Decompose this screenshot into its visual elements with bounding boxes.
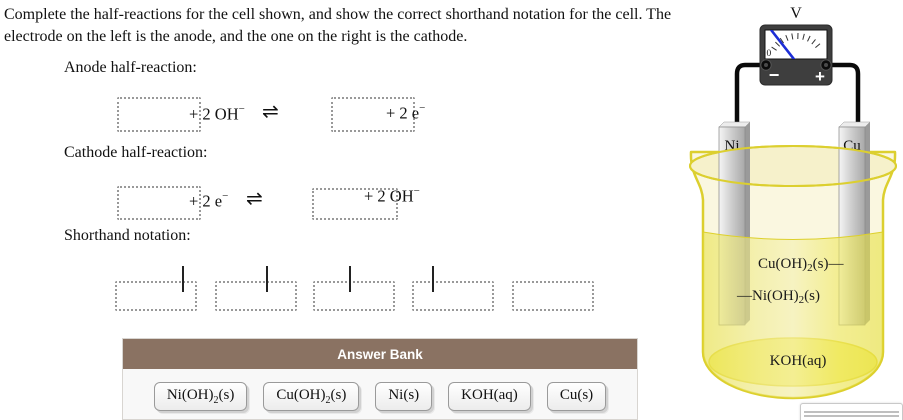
cell-diagram: Ni Cu Cu(OH)2(s)— —Ni(OH)2(s) KOH(aq) V [689, 5, 897, 400]
answer-chip-cu-oh2[interactable]: Cu(OH)2(s) [263, 382, 360, 411]
koh-label: KOH(aq) [770, 353, 827, 369]
anode-term-hydroxide-text: + 2 OH [189, 104, 239, 124]
chip-subscript: 2 [325, 395, 331, 406]
ni-hydroxide-label: —Ni(OH)2(s) [736, 288, 820, 306]
thumbnail-text-line [804, 411, 899, 413]
anode-section-label: Anode half-reaction: [64, 59, 197, 76]
answer-chip-ni[interactable]: Ni(s) [375, 382, 433, 411]
cu-hydroxide-label: Cu(OH)2(s)— [758, 256, 844, 274]
koh-solution [702, 231, 884, 399]
cathode-term-hydroxide-text: + 2 OH [364, 186, 414, 206]
voltmeter-dial: 0 [767, 30, 821, 59]
anode-reactant-dropzone[interactable] [117, 97, 201, 132]
phase-boundary-bar-3 [349, 266, 351, 292]
beaker-rim-front [689, 145, 897, 187]
anode-term-electrons: + 2 e− [386, 102, 426, 124]
copper-electrode-label: Cu [843, 138, 861, 154]
voltmeter-plus-sign: + [815, 67, 825, 86]
shorthand-section-label: Shorthand notation: [64, 227, 191, 244]
answer-chip-cu[interactable]: Cu(s) [546, 382, 607, 411]
chip-text: (s) [330, 387, 347, 403]
cathode-term-electrons-text: + 2 e [189, 191, 223, 211]
chip-text: KOH(aq) [461, 387, 518, 403]
chip-text: Cu(OH) [276, 387, 326, 403]
answer-bank-header: Answer Bank [123, 339, 637, 369]
anode-term-electrons-charge: − [419, 102, 426, 114]
answer-chip-ni-oh2[interactable]: Ni(OH)2(s) [153, 382, 248, 411]
shorthand-dropzone-3[interactable] [313, 281, 395, 311]
phase-boundary-bar-4 [432, 266, 434, 292]
cathode-term-hydroxide-charge: − [413, 185, 420, 197]
chip-subscript: 2 [213, 395, 219, 406]
phase-boundary-bar-1 [182, 266, 184, 292]
chip-text: Cu(s) [559, 387, 594, 403]
anode-term-hydroxide-charge: − [238, 103, 245, 115]
thumbnail-text-line [804, 415, 899, 417]
shorthand-dropzone-1[interactable] [115, 281, 197, 311]
phase-boundary-bar-2 [266, 266, 268, 292]
shorthand-dropzone-4[interactable] [412, 281, 494, 311]
answer-bank: Answer Bank Ni(OH)2(s) Cu(OH)2(s) Ni(s) … [122, 338, 638, 420]
cathode-reactant-dropzone[interactable] [117, 186, 201, 220]
shorthand-dropzone-5[interactable] [512, 281, 594, 311]
chip-text: Ni(OH) [166, 387, 214, 403]
answer-bank-body: Ni(OH)2(s) Cu(OH)2(s) Ni(s) KOH(aq) Cu(s… [123, 369, 637, 411]
answer-chip-koh[interactable]: KOH(aq) [448, 382, 531, 411]
voltmeter-zero-label: 0 [767, 49, 772, 59]
anode-product-dropzone[interactable] [331, 97, 415, 132]
cathode-term-electrons: + 2 e− [189, 190, 229, 212]
question-text: Complete the half-reactions for the cell… [4, 6, 672, 45]
chip-text: Ni(s) [388, 387, 420, 403]
cathode-product-dropzone[interactable] [312, 188, 398, 220]
voltmeter: V 0 − + [759, 5, 833, 86]
cathode-term-electrons-charge: − [222, 190, 229, 202]
shorthand-dropzone-2[interactable] [215, 281, 297, 311]
cathode-term-hydroxide: + 2 OH− [364, 185, 420, 207]
page-preview-thumbnail [800, 403, 903, 420]
anode-equilibrium-arrow: ⇌ [262, 101, 279, 123]
voltmeter-minus-sign: − [769, 65, 780, 85]
anode-term-electrons-text: + 2 e [386, 103, 420, 123]
wire-left [734, 62, 769, 128]
voltmeter-label: V [790, 5, 802, 22]
voltmeter-needle [770, 30, 796, 59]
cathode-section-label: Cathode half-reaction: [64, 144, 208, 161]
anode-term-hydroxide: + 2 OH− [189, 103, 245, 125]
cathode-equilibrium-arrow: ⇌ [246, 188, 263, 210]
wire-right [823, 62, 861, 128]
chip-text: (s) [218, 387, 235, 403]
